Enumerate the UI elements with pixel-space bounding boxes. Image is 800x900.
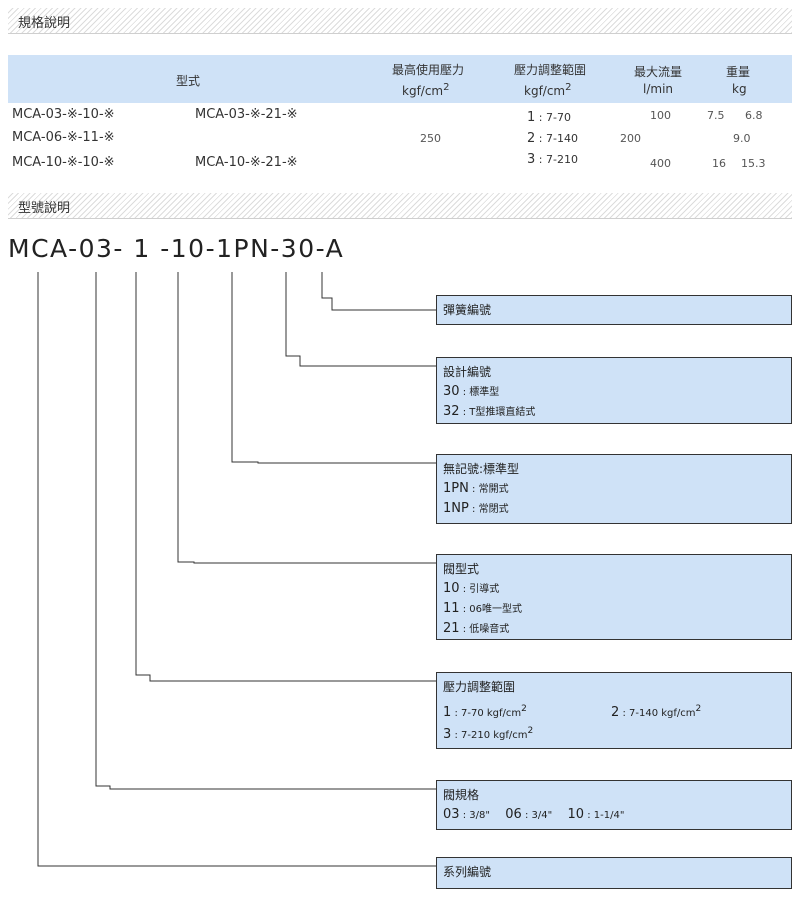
box-valve-size-title: 閥規格 bbox=[443, 788, 480, 802]
row3-model-b: MCA-10-※-21-※ bbox=[195, 155, 298, 170]
spec-table-header bbox=[8, 55, 792, 103]
valve-size-option-10: 10 : 1-1/4" bbox=[567, 807, 625, 822]
connector-spring bbox=[321, 272, 436, 311]
box-pressure-range: 壓力調整範圍 1 : 7-70 kgf/cm2 2 : 7-140 kgf/cm… bbox=[436, 672, 792, 749]
row3-model-a: MCA-10-※-10-※ bbox=[12, 155, 115, 170]
row1-model-b: MCA-03-※-21-※ bbox=[195, 107, 298, 122]
spec-section-header: 規格說明 bbox=[8, 8, 792, 34]
header-pressure-range: 壓力調整範圍 bbox=[514, 63, 587, 77]
header-max-pressure: 最高使用壓力 bbox=[392, 63, 465, 77]
pressure-range-option-3: 3 : 7-210 kgf/cm2 bbox=[443, 726, 534, 742]
range-option-2: 2 : 7-140 bbox=[527, 131, 578, 146]
connector-pressure-range bbox=[135, 272, 436, 682]
pressure-range-option-1: 1 : 7-70 kgf/cm2 bbox=[443, 704, 527, 720]
box-valve-type: 閥型式 10 : 引導式 11 : 06唯一型式 21 : 低噪音式 bbox=[436, 554, 792, 640]
header-max-pressure-unit: kgf/cm2 bbox=[402, 82, 450, 98]
valve-type-option-11: 11 : 06唯一型式 bbox=[443, 601, 523, 616]
row3-weight-a: 16 bbox=[712, 157, 726, 170]
box-valve-mark: 無記號:標準型 1PN : 常開式 1NP : 常閉式 bbox=[436, 454, 792, 524]
model-code: MCA-03- 1 -10-1PN-30-A bbox=[8, 234, 345, 263]
model-section-header: 型號說明 bbox=[8, 193, 792, 219]
connector-valve-size bbox=[95, 272, 436, 790]
range-option-1: 1 : 7-70 bbox=[527, 110, 571, 125]
pressure-range-option-2: 2 : 7-140 kgf/cm2 bbox=[611, 704, 702, 720]
box-valve-type-title: 閥型式 bbox=[443, 562, 480, 576]
spec-section-title: 規格說明 bbox=[18, 16, 71, 31]
box-series-title: 系列編號 bbox=[443, 865, 492, 879]
row1-weight-a: 7.5 bbox=[707, 109, 725, 122]
valve-type-option-10: 10 : 引導式 bbox=[443, 581, 500, 596]
design-option-30: 30 : 標準型 bbox=[443, 384, 500, 399]
header-max-flow: 最大流量 bbox=[634, 65, 683, 79]
row1-model-a: MCA-03-※-10-※ bbox=[12, 107, 115, 122]
row3-weight-b: 15.3 bbox=[741, 157, 766, 170]
box-pressure-range-title: 壓力調整範圍 bbox=[443, 680, 516, 694]
row2-weight-b: 9.0 bbox=[733, 132, 751, 145]
box-valve-mark-title: 無記號:標準型 bbox=[443, 462, 520, 476]
header-max-flow-unit: l/min bbox=[643, 82, 674, 96]
connector-valve-mark bbox=[231, 272, 436, 464]
box-valve-size: 閥規格 03 : 3/8" 06 : 3/4" 10 : 1-1/4" bbox=[436, 780, 792, 830]
design-option-32: 32 : T型推環直結式 bbox=[443, 404, 536, 419]
box-spring-number: 彈簧編號 bbox=[436, 295, 792, 325]
valve-mark-option-1np: 1NP : 常閉式 bbox=[443, 501, 509, 516]
row3-flow: 400 bbox=[650, 157, 671, 170]
valve-size-option-06: 06 : 3/4" bbox=[505, 807, 553, 822]
connector-design bbox=[285, 272, 436, 367]
pressure-range-row1: 1 : 7-70 kgf/cm2 2 : 7-140 kgf/cm2 bbox=[443, 697, 791, 720]
row1-flow: 100 bbox=[650, 109, 671, 122]
header-weight-unit: kg bbox=[732, 82, 747, 96]
header-type: 型式 bbox=[176, 74, 201, 88]
box-design-title: 設計編號 bbox=[443, 365, 492, 379]
model-section-title: 型號說明 bbox=[18, 201, 71, 216]
header-weight: 重量 bbox=[726, 65, 751, 79]
box-series-number: 系列編號 bbox=[436, 857, 792, 889]
valve-size-option-03: 03 : 3/8" bbox=[443, 807, 490, 822]
range-option-3: 3 : 7-210 bbox=[527, 152, 578, 167]
row1-weight-b: 6.8 bbox=[745, 109, 763, 122]
row2-model-a: MCA-06-※-11-※ bbox=[12, 130, 115, 145]
row2-flow: 200 bbox=[620, 132, 641, 145]
valve-type-option-21: 21 : 低噪音式 bbox=[443, 621, 510, 636]
connector-valve-type bbox=[177, 272, 436, 564]
max-pressure-value: 250 bbox=[420, 132, 441, 145]
box-spring-title: 彈簧編號 bbox=[443, 303, 492, 317]
connector-series bbox=[37, 272, 436, 867]
valve-size-options: 03 : 3/8" 06 : 3/4" 10 : 1-1/4" bbox=[443, 805, 791, 825]
header-pressure-range-unit: kgf/cm2 bbox=[524, 82, 572, 98]
box-design-number: 設計編號 30 : 標準型 32 : T型推環直結式 bbox=[436, 357, 792, 424]
valve-mark-option-1pn: 1PN : 常開式 bbox=[443, 481, 509, 496]
